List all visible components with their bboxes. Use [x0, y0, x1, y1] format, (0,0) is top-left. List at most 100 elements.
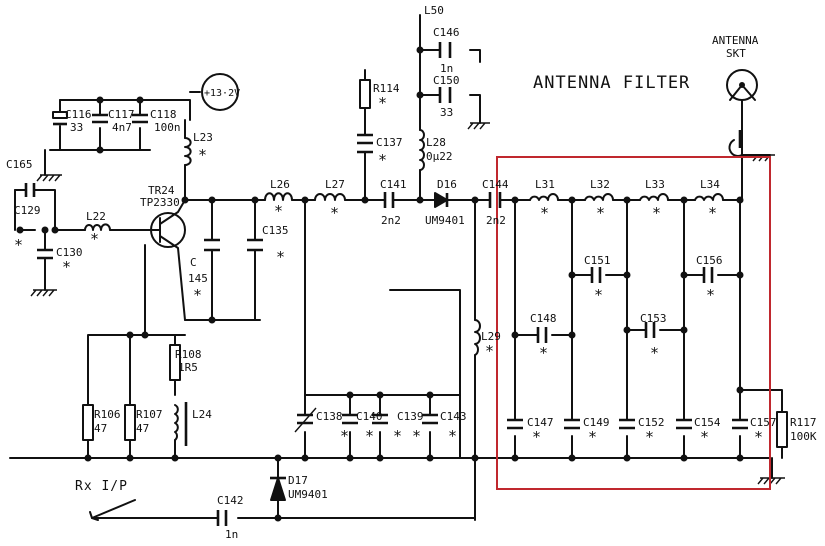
rx-input-label: Rx I/P	[75, 479, 128, 494]
c146-ref: C146	[433, 26, 460, 39]
l27-ref: L27	[325, 178, 345, 191]
c146-value: 1n	[440, 62, 453, 75]
asterisk-mark: *	[276, 248, 285, 266]
l26-ref: L26	[270, 178, 290, 191]
asterisk-mark: *	[412, 427, 421, 445]
asterisk-mark: *	[588, 428, 597, 446]
d17-diode	[270, 476, 286, 501]
antenna-socket	[726, 69, 758, 101]
c150-ref: C150	[433, 74, 460, 87]
l28-coil	[419, 129, 425, 171]
l31-coil	[529, 193, 559, 201]
l26-coil	[264, 192, 293, 201]
series-capacitors	[24, 42, 742, 526]
c137-ref: C137	[376, 136, 403, 149]
r117-ref: R117	[790, 416, 817, 429]
r106-body	[82, 404, 94, 441]
antenna-label-line1: ANTENNA	[712, 34, 759, 47]
asterisk-mark: *	[14, 236, 23, 254]
top-fragment-label: L50	[424, 4, 444, 17]
c141-ref: C141	[380, 178, 407, 191]
l34-ref: L34	[700, 178, 720, 191]
antenna-symbol	[729, 84, 756, 101]
c145-ref: C	[190, 256, 197, 269]
l28-ref: L28	[426, 136, 446, 149]
r108-ref: R108	[175, 348, 202, 361]
c141-value: 2n2	[381, 214, 401, 227]
l32-coil	[584, 193, 614, 201]
c157-ref: C157	[750, 416, 777, 429]
c165-ref: C165	[6, 158, 33, 171]
asterisk-mark: *	[700, 428, 709, 446]
shunt-capacitors	[37, 111, 748, 433]
asterisk-mark: *	[378, 151, 387, 169]
section-title: ANTENNA FILTER	[533, 73, 690, 93]
tr24-type: TP2330	[140, 196, 180, 209]
r107-ref: R107	[136, 408, 163, 421]
l24-ref: L24	[192, 408, 212, 421]
c135-ref: C135	[262, 224, 289, 237]
r114-body	[359, 79, 371, 109]
c116-ref: C116	[65, 108, 92, 121]
r106-value: 47	[94, 422, 107, 435]
c130-ref: C130	[56, 246, 83, 259]
c116-value: 33	[70, 121, 83, 134]
asterisk-mark: *	[596, 204, 605, 222]
c154-ref: C154	[694, 416, 721, 429]
c117-value: 4n7	[112, 121, 132, 134]
d16-ref: D16	[437, 178, 457, 191]
l32-ref: L32	[590, 178, 610, 191]
c117-ref: C117	[108, 108, 135, 121]
l29-ref: L29	[481, 330, 501, 343]
tr24-ref: TR24	[148, 184, 175, 197]
l22-ref: L22	[86, 210, 106, 223]
asterisk-mark: *	[193, 286, 202, 304]
components	[24, 42, 788, 526]
l24-coil	[174, 404, 179, 441]
d17-type: UM9401	[288, 488, 328, 501]
r117-body	[776, 411, 788, 448]
d16-diode	[434, 192, 449, 208]
c148-ref: C148	[530, 312, 557, 325]
asterisk-mark: *	[708, 204, 717, 222]
l28-value: 0µ22	[426, 150, 453, 163]
c152-ref: C152	[638, 416, 665, 429]
asterisk-mark: *	[754, 428, 763, 446]
asterisk-mark: *	[448, 427, 457, 445]
component-labels: C146 1n C150 33 R114 C137 L28 0µ22 C116 …	[6, 26, 817, 541]
supply-terminal	[201, 73, 239, 111]
c142-ref: C142	[217, 494, 244, 507]
c138-ref: C138	[316, 410, 343, 423]
c118-value: 100n	[154, 121, 181, 134]
antenna-label-line2: SKT	[726, 47, 746, 60]
c139-ref: C139	[397, 410, 424, 423]
d16-type: UM9401	[425, 214, 465, 227]
asterisk-mark: *	[706, 286, 715, 304]
l33-coil	[639, 193, 669, 201]
asterisk-mark: *	[378, 94, 387, 112]
supply-voltage-label: +13·2V	[204, 88, 240, 99]
asterisk-mark: *	[330, 204, 339, 222]
r108-value: 1R5	[178, 361, 198, 374]
c156-ref: C156	[696, 254, 723, 267]
asterisk-mark: *	[532, 428, 541, 446]
asterisk-mark: *	[365, 427, 374, 445]
asterisk-mark: *	[650, 344, 659, 362]
asterisk-mark: *	[645, 428, 654, 446]
asterisk-mark: *	[340, 427, 349, 445]
c144-value: 2n2	[486, 214, 506, 227]
asterisk-mark: *	[485, 342, 494, 360]
r108-body	[169, 344, 181, 381]
l34-coil	[694, 193, 724, 201]
c118-ref: C118	[150, 108, 177, 121]
l31-ref: L31	[535, 178, 555, 191]
r107-value: 47	[136, 422, 149, 435]
l23-ref: L23	[193, 131, 213, 144]
asterisk-mark: *	[594, 286, 603, 304]
asterisk-mark: *	[62, 258, 71, 276]
c140-ref: C140	[356, 410, 383, 423]
asterisk-mark: *	[393, 427, 402, 445]
asterisk-mark: *	[540, 204, 549, 222]
